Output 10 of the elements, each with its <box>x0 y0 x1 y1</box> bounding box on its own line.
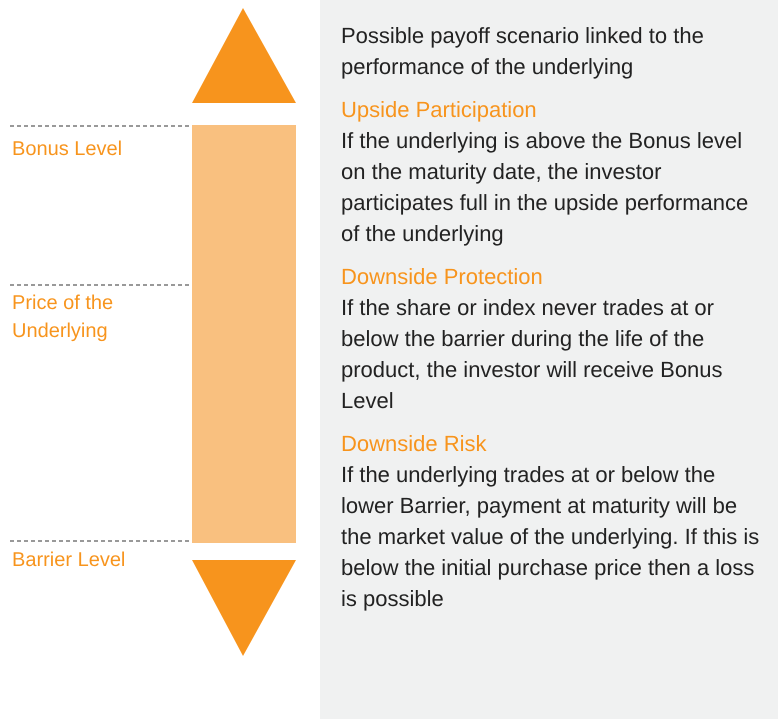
section-text: If the underlying trades at or below the lower Barrier, payment at maturity will be the market value of the underlying. If this is below the initial purchase price then a loss is possible <box>341 461 760 613</box>
section-text: If the share or index never trades at or below the barrier during the life of the product, the investor will receive Bonus Level <box>341 294 724 415</box>
level-label: Bonus Level <box>12 137 124 162</box>
section-heading: Downside Risk <box>341 430 488 458</box>
section-text: If the underlying is above the Bonus level on the maturity date, the investor participates full in the upside performance of the underlying <box>341 127 750 248</box>
level-label: Price of the Underlying <box>12 291 114 344</box>
section-heading: Upside Participation <box>341 96 538 124</box>
section-heading: Downside Protection <box>341 263 544 291</box>
intro-text: Possible payoff scenario linked to the performance of the underlying <box>341 22 705 81</box>
level-label: Barrier Level <box>12 548 126 573</box>
